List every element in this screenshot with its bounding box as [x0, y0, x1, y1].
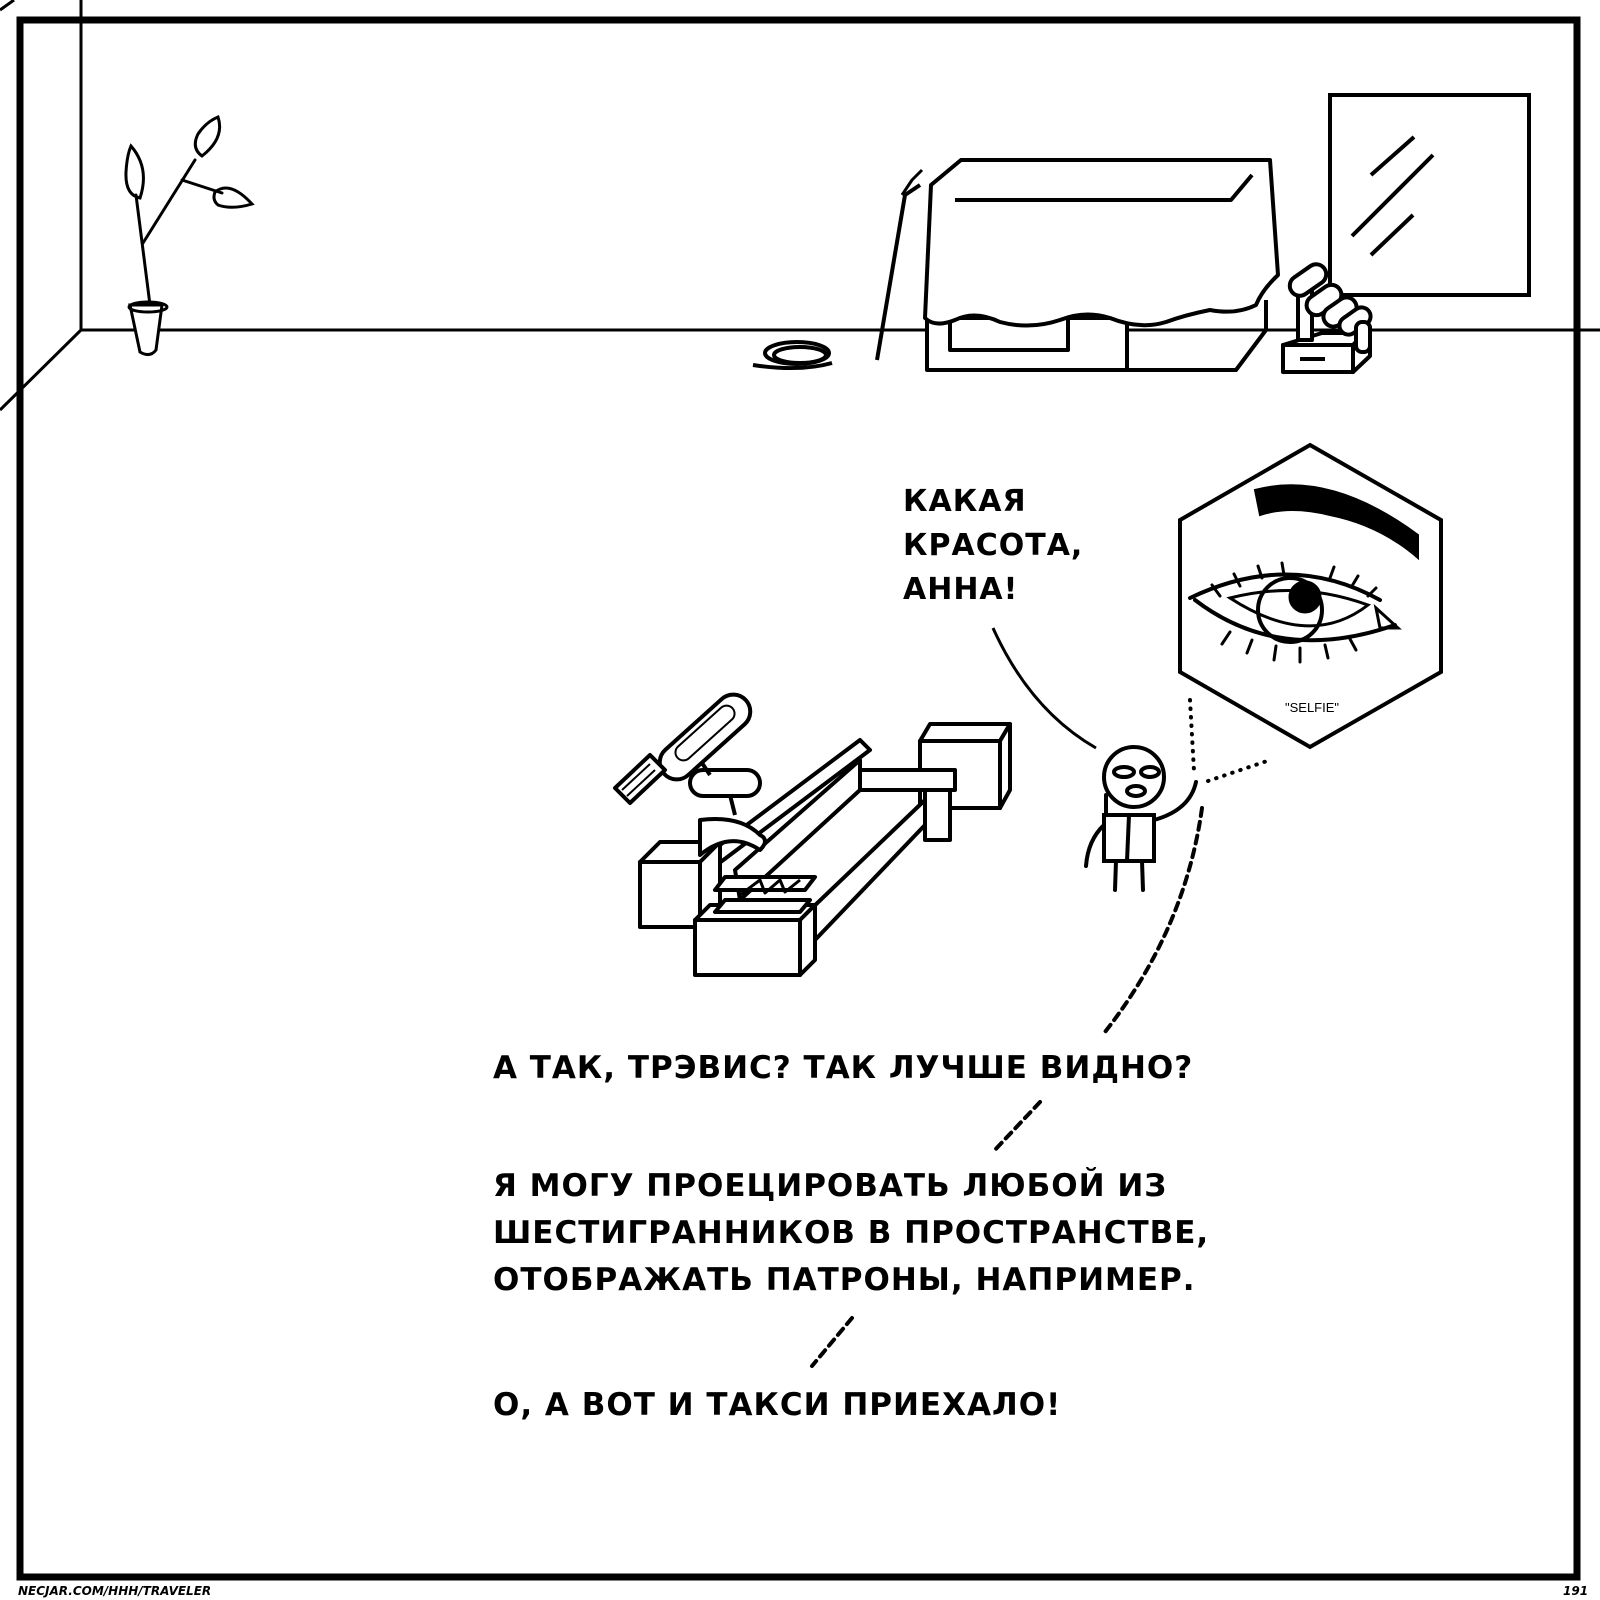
coiled-cable-icon: [752, 340, 833, 371]
hologram-caption: "SELFIE": [1285, 700, 1340, 715]
speech-tail: [991, 627, 1097, 750]
footer-url[interactable]: NECJAR.COM/HHH/TRAVELER: [18, 1584, 212, 1598]
robotic-arm-workstation-icon: [613, 692, 1012, 977]
narration-line-2: Я МОГУ ПРОЕЦИРОВАТЬ ЛЮБОЙ ИЗ ШЕСТИГРАННИ…: [493, 1168, 1210, 1298]
page-number: 191: [1563, 1584, 1589, 1598]
framed-mirror-icon: [1328, 93, 1531, 297]
dialogue-connectors: [810, 806, 1204, 1368]
anna-speech-text: КАКАЯ КРАСОТА, АННА!: [903, 484, 1084, 607]
narration-line-1: А ТАК, ТРЭВИС? ТАК ЛУЧШЕ ВИДНО?: [493, 1050, 1194, 1086]
hexagon-hologram: [1178, 442, 1443, 750]
projection-lines: [1188, 698, 1272, 783]
eye-icon: [1188, 484, 1419, 664]
narration-line-3: О, А ВОТ И ТАКСИ ПРИЕХАЛО!: [493, 1387, 1062, 1423]
covered-machine-icon: [875, 158, 1280, 372]
panel-border: [16, 16, 1581, 1581]
potted-plant-icon: [124, 114, 255, 357]
stick-figure-anna-icon: [1084, 745, 1198, 892]
robot-hand-icon: [1281, 262, 1373, 374]
